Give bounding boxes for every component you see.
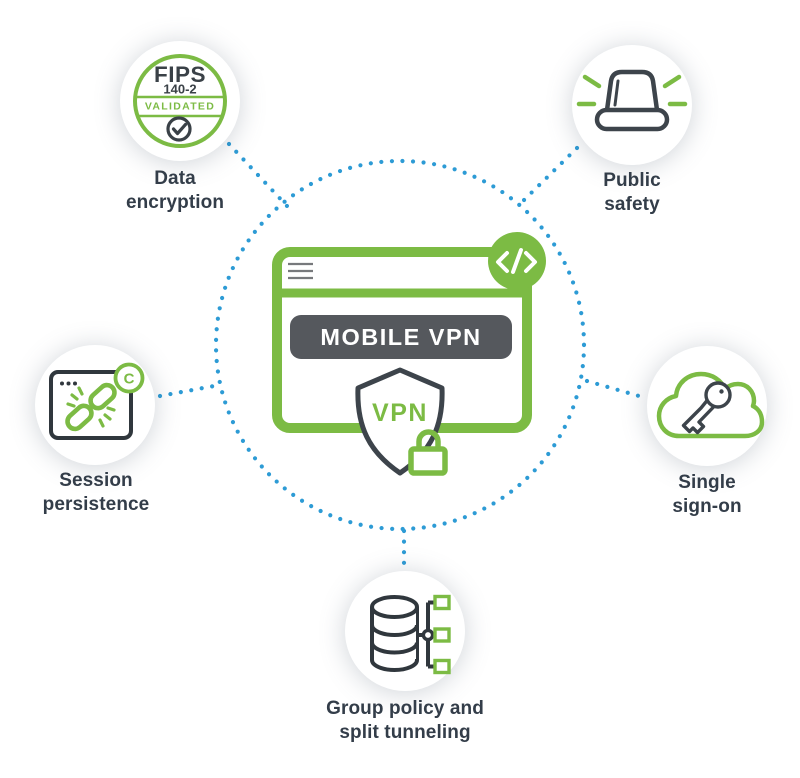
- key-icon: [681, 381, 732, 435]
- node-session-persistence: C: [35, 345, 155, 465]
- connector-session-persistence: [157, 383, 217, 399]
- node-data-encryption: FIPS 140-2 VALIDATED: [120, 41, 240, 161]
- badge-validated-text: VALIDATED: [145, 101, 215, 113]
- database-network-icon: [370, 594, 451, 675]
- padlock-icon: [408, 429, 448, 476]
- label-group-policy: Group policy and split tunneling: [326, 698, 484, 743]
- database-cylinder: [370, 595, 419, 672]
- cloud-key-icon: [656, 371, 765, 439]
- connector-public-safety: [519, 145, 580, 205]
- branch-node-circle: [421, 628, 435, 642]
- dotted-circle: [213, 158, 587, 532]
- badge-fips-text: FIPS: [154, 62, 206, 87]
- browser-broken-link-icon: C: [49, 362, 145, 440]
- node-public-safety: [572, 45, 692, 165]
- continuity-badge-icon: C: [113, 362, 145, 394]
- fips-140-2-validated-badge-icon: FIPS 140-2 VALIDATED: [133, 54, 227, 148]
- mobile-vpn-pill-label: MOBILE VPN: [320, 324, 481, 350]
- connector-data-encryption: [226, 141, 290, 209]
- label-public-safety: Public safety: [603, 170, 661, 215]
- continuity-letter: C: [124, 371, 135, 388]
- hamburger-menu-icon: [288, 262, 313, 280]
- spark-lines: [66, 386, 116, 428]
- mobile-vpn-illustration: MOBILE VPN VPN: [272, 232, 546, 476]
- connector-single-sign-on: [584, 378, 649, 401]
- siren-beacon-icon: [576, 69, 688, 132]
- label-session-persistence: Session persistence: [42, 470, 150, 515]
- label-single-sign-on: Single sign-on: [672, 472, 742, 517]
- mobile-vpn-pill: [290, 315, 512, 359]
- node-single-sign-on: [647, 346, 767, 466]
- badge-140-2-text: 140-2: [163, 82, 196, 97]
- chain-link-icon: [65, 382, 117, 432]
- cloud-outline: [656, 371, 765, 439]
- browser-dots: [60, 381, 77, 386]
- network-squares: [433, 594, 451, 675]
- label-data-encryption: Data encryption: [125, 168, 225, 213]
- code-icon: [488, 232, 546, 290]
- shield-vpn-label: VPN: [372, 399, 428, 427]
- node-group-policy: [345, 571, 465, 691]
- check-icon: [166, 116, 192, 142]
